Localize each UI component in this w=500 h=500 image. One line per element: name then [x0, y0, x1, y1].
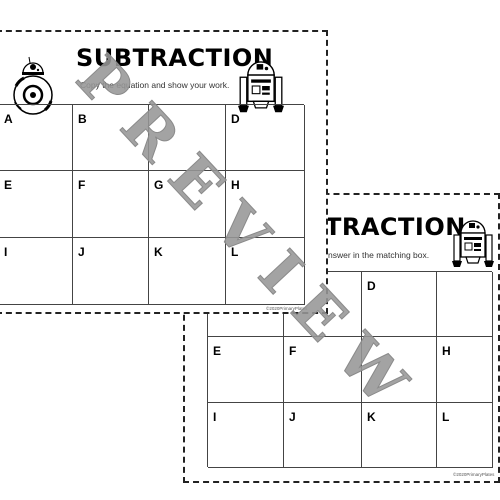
box-letter: J [289, 410, 296, 424]
answer-box[interactable]: J [284, 403, 362, 468]
answer-box[interactable] [362, 337, 437, 403]
front-sheet-instructions: Copy the equation and show your work. [80, 80, 230, 90]
box-letter: I [4, 245, 8, 259]
front-sheet-title: SUBTRACTION [76, 44, 274, 72]
box-letter: D [231, 112, 240, 126]
box-letter: B [78, 112, 87, 126]
answer-box[interactable]: H [437, 337, 493, 403]
box-letter: I [213, 410, 217, 424]
box-letter: J [78, 245, 85, 259]
box-letter: E [4, 178, 13, 192]
answer-box[interactable]: D [226, 105, 305, 171]
answer-box[interactable]: B [73, 105, 149, 171]
answer-grid: A B D E F G H I J K L [0, 104, 305, 305]
answer-box[interactable]: F [284, 337, 362, 403]
answer-box[interactable]: I [0, 238, 73, 305]
answer-box[interactable]: H [226, 171, 305, 238]
answer-box[interactable]: K [149, 238, 226, 305]
box-letter: A [4, 112, 13, 126]
answer-box[interactable] [149, 105, 226, 171]
answer-box[interactable]: D [362, 272, 437, 337]
answer-box[interactable]: F [73, 171, 149, 238]
box-letter: E [213, 344, 222, 358]
answer-box[interactable]: G [149, 171, 226, 238]
box-letter: D [367, 279, 376, 293]
box-letter: F [289, 344, 297, 358]
answer-box[interactable]: L [437, 403, 493, 468]
copyright-text: ©2020PrimaryPlates [453, 472, 495, 477]
r2d2-droid-icon [238, 61, 284, 113]
answer-box[interactable]: I [208, 403, 284, 468]
box-letter: L [231, 245, 239, 259]
answer-box[interactable]: E [208, 337, 284, 403]
answer-box[interactable]: E [0, 171, 73, 238]
box-letter: F [78, 178, 86, 192]
answer-box[interactable]: L [226, 238, 305, 305]
r2d2-droid-icon [452, 220, 494, 267]
worksheet-front: SUBTRACTION Copy the equation and show y… [0, 30, 328, 314]
answer-box[interactable]: J [73, 238, 149, 305]
worksheet-back: TRACTION nswer in the matching box. C D … [183, 193, 500, 483]
answer-box[interactable]: D [437, 272, 493, 337]
back-sheet-instructions: nswer in the matching box. [328, 250, 430, 260]
answer-box[interactable]: K [362, 403, 437, 468]
box-letter: H [231, 178, 240, 192]
box-letter: K [367, 410, 376, 424]
answer-box[interactable]: A [0, 105, 73, 171]
copyright-text: ©2020PrimaryPlates [266, 306, 308, 311]
box-letter: K [154, 245, 163, 259]
box-letter: H [442, 344, 451, 358]
box-letter: G [154, 178, 164, 192]
back-sheet-title: TRACTION [325, 213, 466, 241]
box-letter: L [442, 410, 450, 424]
